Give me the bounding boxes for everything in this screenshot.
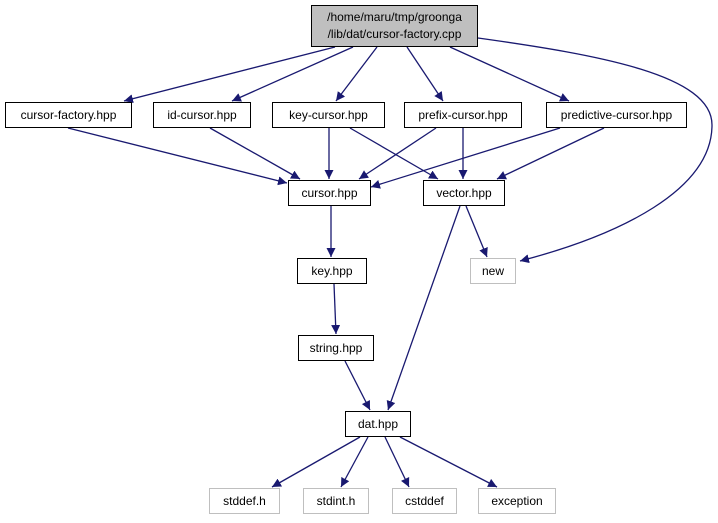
node-new[interactable]: new	[470, 258, 516, 284]
node-prefix-cursor-hpp[interactable]: prefix-cursor.hpp	[404, 102, 522, 128]
node-label: exception	[491, 494, 543, 508]
node-stddef-h[interactable]: stddef.h	[209, 488, 280, 514]
edge-vector-hpp-to-dat-hpp	[386, 205, 461, 411]
node-dat-hpp[interactable]: dat.hpp	[345, 411, 411, 437]
node-label: prefix-cursor.hpp	[418, 108, 508, 122]
edge-cursor-factory-hpp-to-cursor-hpp	[67, 127, 288, 186]
node-predictive-cursor-hpp[interactable]: predictive-cursor.hpp	[546, 102, 687, 128]
edge-id-cursor-hpp-to-cursor-hpp	[209, 127, 301, 180]
node-label: predictive-cursor.hpp	[560, 108, 673, 122]
node-cstddef[interactable]: cstddef	[392, 488, 457, 514]
root-label-line2: /lib/dat/cursor-factory.cpp	[327, 27, 462, 41]
edge-predictive-cursor-hpp-to-cursor-hpp	[370, 127, 561, 189]
root-label-line1: /home/maru/tmp/groonga	[327, 10, 462, 24]
node-label: stdint.h	[316, 494, 356, 508]
node-label: id-cursor.hpp	[167, 108, 237, 122]
node-id-cursor-hpp[interactable]: id-cursor.hpp	[153, 102, 251, 128]
edge-dat-hpp-to-exception	[399, 436, 498, 488]
edge-root-to-key-cursor-hpp	[335, 46, 378, 102]
edge-vector-hpp-to-new	[465, 205, 488, 258]
edge-dat-hpp-to-cstddef	[384, 436, 410, 488]
node-label: vector.hpp	[436, 186, 492, 200]
edge-root-to-predictive-cursor-hpp	[449, 46, 570, 102]
node-label: new	[481, 264, 504, 278]
node-cursor-factory-hpp[interactable]: cursor-factory.hpp	[5, 102, 132, 128]
edge-root-to-cursor-factory-hpp	[123, 46, 336, 104]
node-key-cursor-hpp[interactable]: key-cursor.hpp	[272, 102, 385, 128]
edge-root-to-prefix-cursor-hpp	[406, 46, 444, 102]
node-label: stddef.h	[223, 494, 266, 508]
node-label: key-cursor.hpp	[289, 108, 368, 122]
edge-root-to-new	[477, 37, 713, 264]
node-label: cursor-factory.hpp	[20, 108, 117, 122]
node-label: cursor.hpp	[301, 186, 358, 200]
node-label: key.hpp	[311, 264, 353, 278]
node-cursor-hpp[interactable]: cursor.hpp	[288, 180, 371, 206]
edge-key-hpp-to-string-hpp	[331, 283, 341, 335]
edge-prefix-cursor-hpp-to-cursor-hpp	[358, 127, 437, 180]
edge-dat-hpp-to-stddef-h	[271, 436, 361, 488]
node-label: dat.hpp	[357, 417, 399, 431]
node-label: string.hpp	[309, 341, 363, 355]
edge-dat-hpp-to-stdint-h	[340, 436, 369, 488]
node-vector-hpp[interactable]: vector.hpp	[423, 180, 505, 206]
node-string-hpp[interactable]: string.hpp	[298, 335, 374, 361]
node-label: cstddef	[405, 494, 444, 508]
edge-predictive-cursor-hpp-to-vector-hpp	[496, 127, 605, 180]
node-stdint-h[interactable]: stdint.h	[303, 488, 369, 514]
edge-root-to-id-cursor-hpp	[231, 46, 354, 102]
edge-string-hpp-to-dat-hpp	[344, 360, 371, 411]
node-exception[interactable]: exception	[478, 488, 556, 514]
node-key-hpp[interactable]: key.hpp	[297, 258, 367, 284]
node-root-cursor-factory-cpp[interactable]: /home/maru/tmp/groonga /lib/dat/cursor-f…	[311, 5, 478, 47]
